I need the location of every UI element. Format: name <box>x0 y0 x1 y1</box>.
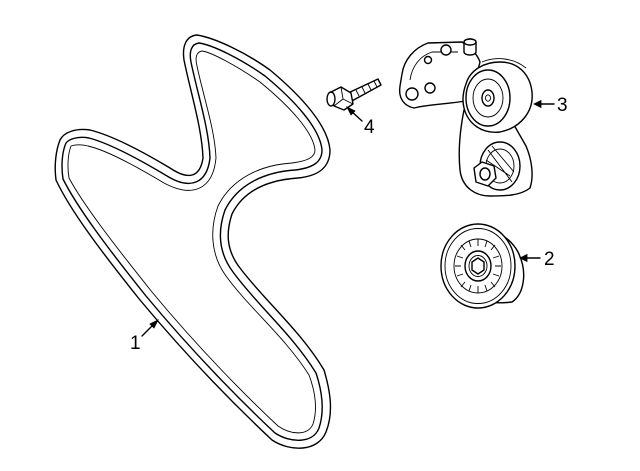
bolt <box>326 78 382 111</box>
belt-tensioner <box>398 38 533 197</box>
idler-pulley <box>440 223 525 309</box>
callout-4: 4 <box>364 117 375 138</box>
serpentine-belt <box>54 34 332 449</box>
callout-leaders <box>141 99 555 337</box>
callout-1: 1 <box>130 333 141 354</box>
callout-3: 3 <box>557 95 568 116</box>
callout-2: 2 <box>544 249 555 270</box>
